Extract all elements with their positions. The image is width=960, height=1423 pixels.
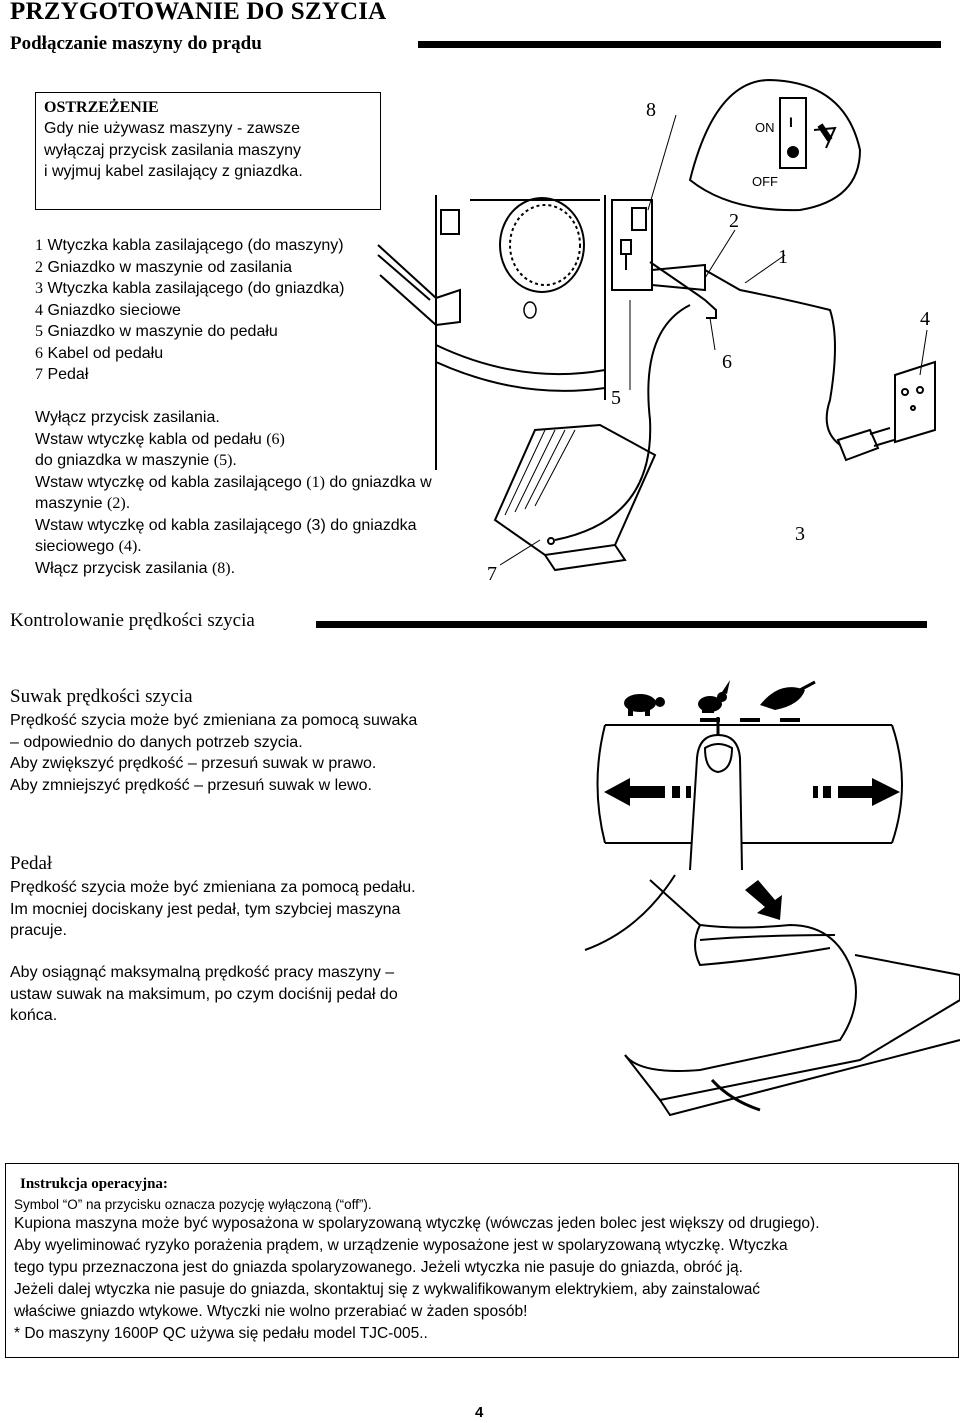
parts-list-item: 2 Gniazdko w maszynie od zasilania bbox=[35, 258, 293, 276]
label-3: 3 bbox=[795, 523, 805, 545]
parts-list-item: 4 Gniazdko sieciowe bbox=[35, 301, 181, 319]
pedal-line: Prędkość szycia może być zmieniana za po… bbox=[10, 879, 416, 896]
step-line: do gniazdka w maszynie (5). bbox=[35, 452, 237, 469]
left-arrow-icon bbox=[604, 778, 691, 806]
connection-diagram: ON OFF I 8 2 1 4 6 5 3 7 bbox=[377, 78, 936, 585]
finger-illustration bbox=[689, 733, 743, 871]
parts-list-item: 5 Gniazdko w maszynie do pedału bbox=[35, 323, 278, 340]
rabbit-icon bbox=[698, 680, 730, 713]
speed-rule bbox=[316, 621, 927, 628]
pedal-title: Pedał bbox=[10, 853, 53, 874]
switch-on-mark: I bbox=[789, 114, 793, 130]
slider-line: Prędkość szycia może być zmieniana za po… bbox=[10, 712, 418, 729]
power-cable bbox=[651, 263, 895, 462]
info-title: Instrukcja operacyjna: bbox=[20, 1176, 168, 1192]
label-6: 6 bbox=[722, 351, 732, 373]
parts-list-item: 6 Kabel od pedału bbox=[35, 344, 164, 362]
step-line: Wstaw wtyczkę od kabla zasilającego (1) … bbox=[35, 473, 432, 491]
label-2: 2 bbox=[729, 210, 739, 232]
label-1: 1 bbox=[778, 246, 788, 268]
foot-pedal-press-illustration bbox=[584, 874, 960, 1117]
switch-off-label: OFF bbox=[752, 174, 778, 189]
step-line: maszynie (2). bbox=[35, 495, 131, 512]
speed-slider-illustration bbox=[596, 680, 903, 871]
max-speed-line: końca. bbox=[10, 1007, 58, 1024]
pedal-line: pracuje. bbox=[10, 922, 67, 939]
parts-list-item: 3 Wtyczka kabla zasilającego (do gniazdk… bbox=[35, 280, 345, 297]
label-7: 7 bbox=[487, 563, 497, 585]
info-line: * Do maszyny 1600P QC używa się pedału m… bbox=[14, 1325, 428, 1342]
label-5: 5 bbox=[611, 387, 621, 409]
slider-title: Suwak prędkości szycia bbox=[10, 686, 193, 707]
info-line: Aby wyeliminować ryzyko porażenia prądem… bbox=[14, 1237, 788, 1254]
slider-text: Prędkość szycia może być zmieniana za po… bbox=[10, 710, 417, 796]
max-speed-line: ustaw suwak na maksimum, po czym dociśni… bbox=[10, 985, 398, 1003]
operating-instructions-box: Instrukcja operacyjna: Symbol “O” na prz… bbox=[5, 1163, 959, 1358]
right-arrow-icon bbox=[813, 778, 900, 806]
pedal-line: Im mocniej dociskany jest pedał, tym szy… bbox=[10, 900, 401, 918]
warning-line: i wyjmuj kabel zasilający z gniazdka. bbox=[44, 163, 303, 180]
machine-socket-panel bbox=[611, 199, 653, 291]
step-line: Wyłącz przycisk zasilania. bbox=[35, 409, 220, 426]
warning-title: OSTRZEŻENIE bbox=[44, 99, 159, 116]
header-rule bbox=[418, 41, 941, 48]
leader-lines bbox=[499, 229, 928, 566]
label-4: 4 bbox=[920, 308, 930, 330]
info-line: Jeżeli dalej wtyczka nie pasuje do gniaz… bbox=[14, 1281, 761, 1298]
slider-line: – odpowiednio do danych potrzeb szycia. bbox=[10, 733, 303, 751]
step-line: Włącz przycisk zasilania (8). bbox=[35, 559, 236, 577]
down-arrow-icon bbox=[745, 880, 782, 920]
warning-line: Gdy nie używasz maszyny - zawsze bbox=[44, 120, 301, 137]
step-line: Wstaw wtyczkę kabla od pedału (6) bbox=[35, 430, 285, 448]
foot-pedal-illustration bbox=[493, 423, 657, 572]
max-speed-line: Aby osiągnąć maksymalną prędkość pracy m… bbox=[10, 964, 395, 981]
slider-line: Aby zwiększyć prędkość – przesuń suwak w… bbox=[10, 755, 377, 772]
parts-list-item: 1 Wtyczka kabla zasilającego (do maszyny… bbox=[35, 237, 344, 254]
slider-line: Aby zmniejszyć prędkość – przesuń suwak … bbox=[10, 776, 372, 794]
step-line: sieciowego (4). bbox=[35, 538, 142, 555]
connection-steps: Wyłącz przycisk zasilania. Wstaw wtyczkę… bbox=[35, 407, 432, 579]
wall-outlet bbox=[894, 360, 936, 444]
pedal-cable bbox=[554, 261, 717, 541]
sewing-machine-illustration bbox=[377, 195, 606, 470]
section-title-speed: Kontrolowanie prędkości szycia bbox=[10, 610, 255, 631]
page-number: 4 bbox=[475, 1404, 484, 1421]
switch-on-label: ON bbox=[755, 120, 775, 135]
pedal-text: Prędkość szycia może być zmieniana za po… bbox=[10, 877, 416, 942]
page-title: PRZYGOTOWANIE DO SZYCIA bbox=[10, 0, 387, 25]
max-speed-text: Aby osiągnąć maksymalną prędkość pracy m… bbox=[10, 962, 398, 1027]
parts-list: 1 Wtyczka kabla zasilającego (do maszyny… bbox=[35, 235, 344, 386]
warning-box: OSTRZEŻENIE Gdy nie używasz maszyny - za… bbox=[35, 92, 381, 210]
info-line: Kupiona maszyna może być wyposażona w sp… bbox=[14, 1215, 820, 1232]
slider-panel bbox=[596, 717, 903, 844]
label-8: 8 bbox=[646, 99, 656, 121]
info-line: tego typu przeznaczona jest do gniazda s… bbox=[14, 1259, 743, 1276]
step-line: Wstaw wtyczkę od kabla zasilającego (3) … bbox=[35, 516, 417, 534]
parts-list-item: 7 Pedał bbox=[35, 366, 89, 383]
power-switch-detail bbox=[647, 78, 862, 212]
section-title-power: Podłączanie maszyny do prądu bbox=[10, 33, 262, 54]
turtle-icon bbox=[624, 694, 665, 716]
warning-line: wyłączaj przycisk zasilania maszyny bbox=[44, 141, 301, 159]
fast-icon bbox=[760, 680, 816, 710]
info-line: właściwe gniazdo wtykowe. Wtyczki nie wo… bbox=[14, 1303, 528, 1320]
info-symbol-line: Symbol “O” na przycisku oznacza pozycję … bbox=[14, 1197, 372, 1212]
